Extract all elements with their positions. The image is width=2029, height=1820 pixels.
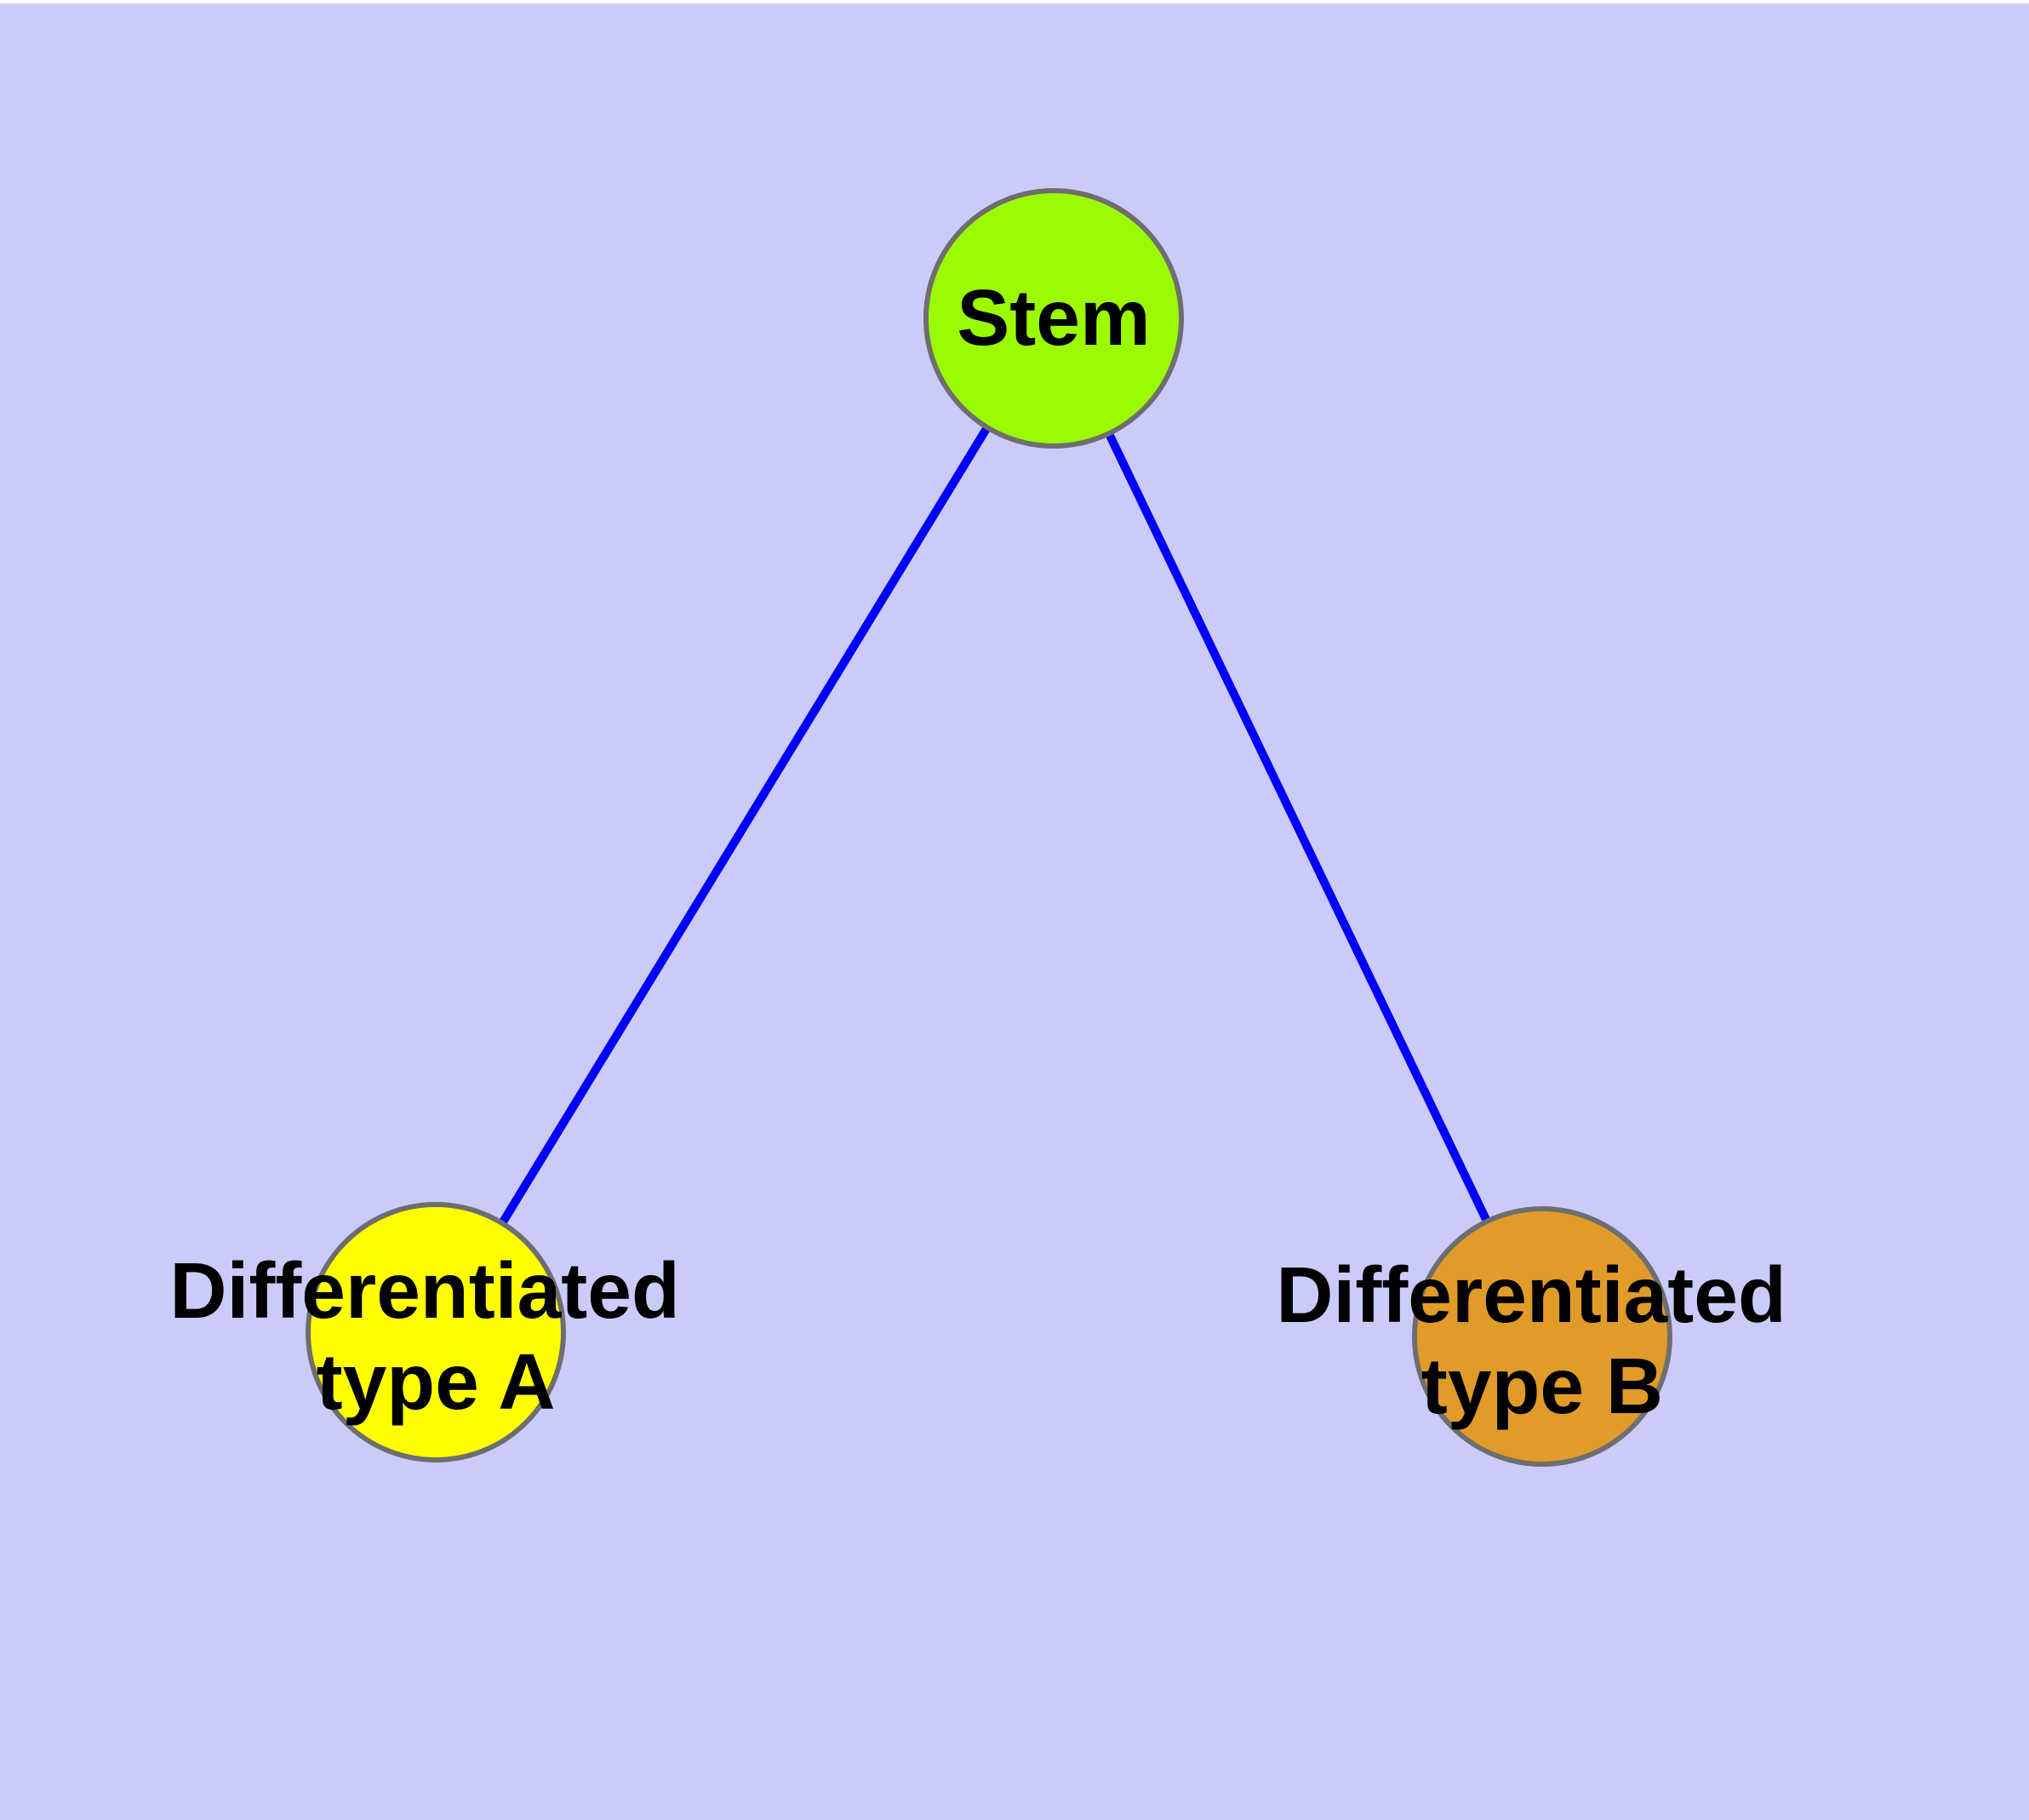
node-differentiated-type-b-label: Differentiated type B [1276, 1251, 1808, 1430]
node-differentiated-type-b-label-line-2: type B [1421, 1342, 1663, 1430]
node-differentiated-type-a-label: Differentiated type A [169, 1246, 701, 1426]
edge-stem-to-type-b [1049, 316, 1546, 1339]
node-differentiated-type-b-label-line-1: Differentiated [1276, 1251, 1786, 1339]
top-margin-strip [0, 0, 2029, 3]
node-differentiated-type-a-circle[interactable] [306, 1202, 566, 1462]
node-differentiated-type-a-label-line-1: Differentiated [169, 1246, 679, 1335]
node-stem-circle[interactable] [923, 188, 1184, 449]
node-differentiated-type-a-label-line-2: type A [317, 1337, 556, 1426]
node-stem-label: Stem [957, 273, 1150, 362]
node-differentiated-type-b-circle[interactable] [1412, 1206, 1672, 1467]
edge-stem-to-type-a [432, 316, 1058, 1335]
